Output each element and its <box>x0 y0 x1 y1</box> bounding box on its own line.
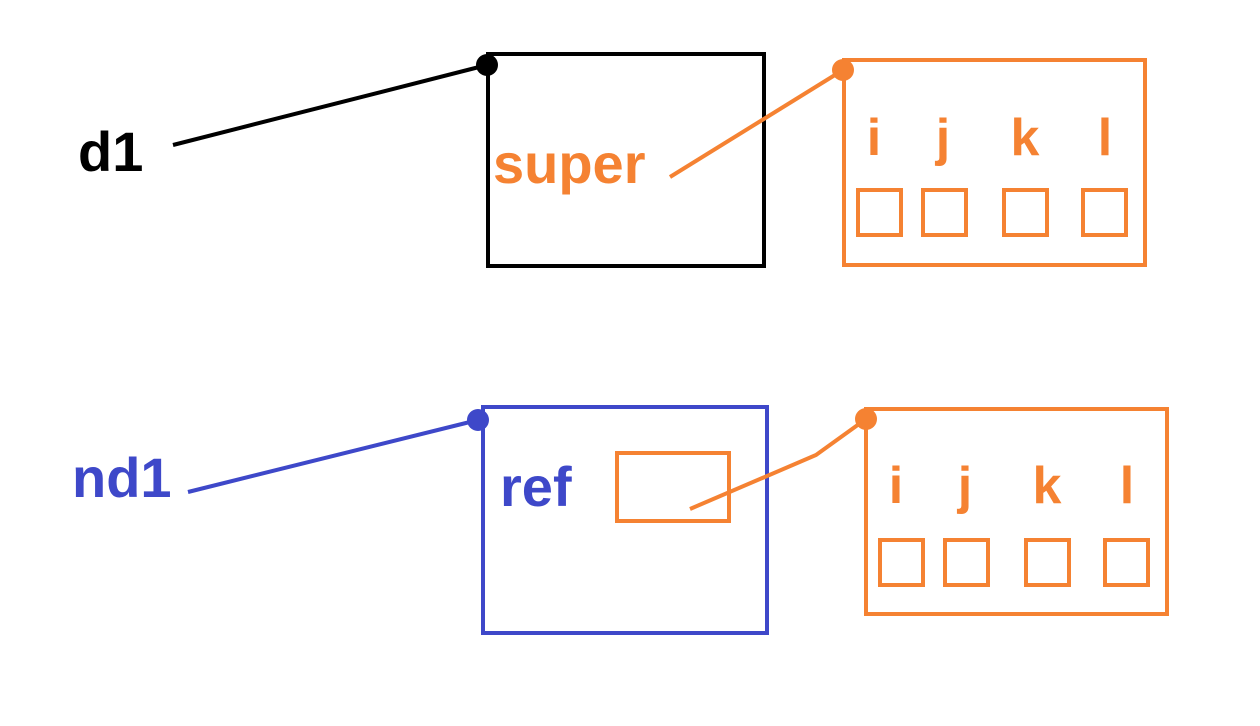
field-name-j: j <box>935 109 950 167</box>
field-slot-k <box>1024 538 1071 587</box>
field-label-ref: ref <box>500 455 572 518</box>
field-name-k: k <box>1011 109 1040 167</box>
parent-object-box-d1 <box>842 58 1147 267</box>
reference-arrow-ref <box>689 417 868 511</box>
diagram-d1: d1 super i j k l <box>78 52 1147 268</box>
field-slot-i <box>856 188 903 237</box>
variable-label-d1: d1 <box>78 120 143 183</box>
ref-slot <box>615 451 731 523</box>
diagram-nd1: nd1 ref i j k l <box>72 405 1169 635</box>
field-name-l: l <box>1098 109 1112 167</box>
field-name-l: l <box>1120 457 1134 515</box>
field-slot-i <box>878 538 925 587</box>
object-box-d1 <box>486 52 766 268</box>
field-label-super: super <box>493 132 646 195</box>
referenced-object-box-nd1 <box>864 407 1169 616</box>
field-slot-l <box>1081 188 1128 237</box>
field-name-i: i <box>889 457 903 515</box>
field-slot-j <box>921 188 968 237</box>
reference-arrow-super <box>668 68 845 179</box>
reference-arrow-nd1 <box>187 418 479 494</box>
field-name-i: i <box>867 109 881 167</box>
reference-arrow-d1 <box>172 63 488 147</box>
field-slot-j <box>943 538 990 587</box>
object-box-nd1 <box>481 405 769 635</box>
field-slot-l <box>1103 538 1150 587</box>
field-name-j: j <box>957 457 972 515</box>
field-name-k: k <box>1033 457 1062 515</box>
variable-label-nd1: nd1 <box>72 446 172 509</box>
reference-dot-nd1 <box>467 409 489 431</box>
field-slot-k <box>1002 188 1049 237</box>
